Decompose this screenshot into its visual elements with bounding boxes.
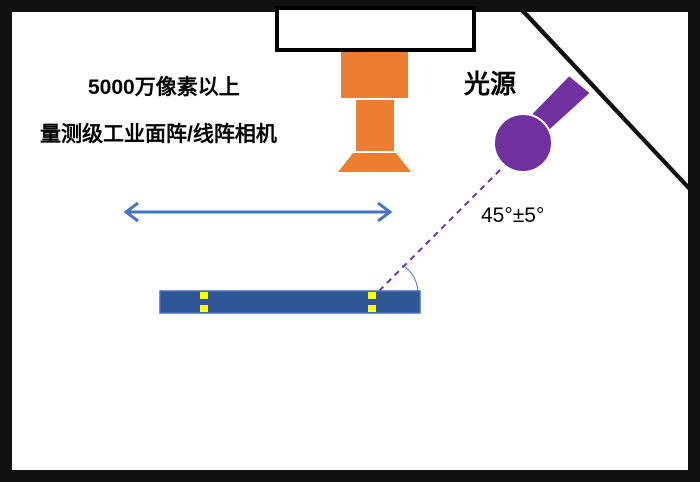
camera-type-label: 量测级工业面阵/线阵相机: [40, 123, 277, 146]
light-ray: [376, 169, 501, 294]
angle-label: 45°±5°: [481, 204, 545, 227]
motion-arrow: [123, 201, 393, 223]
camera-neck: [356, 100, 394, 151]
light-source: [493, 73, 593, 173]
camera-body: [341, 52, 408, 98]
marker: [200, 305, 208, 312]
resolution-label: 5000万像素以上: [88, 76, 240, 99]
sample-plate: [159, 290, 421, 314]
corner-inner: [527, 12, 688, 184]
angle-arc: [401, 264, 419, 292]
marker: [200, 292, 208, 299]
light-head: [493, 113, 553, 173]
camera: [338, 52, 411, 172]
camera-lens: [338, 153, 411, 172]
light-source-label: 光源: [464, 69, 517, 99]
marker: [368, 292, 376, 299]
marker: [368, 305, 376, 312]
camera-mount: [275, 6, 476, 52]
